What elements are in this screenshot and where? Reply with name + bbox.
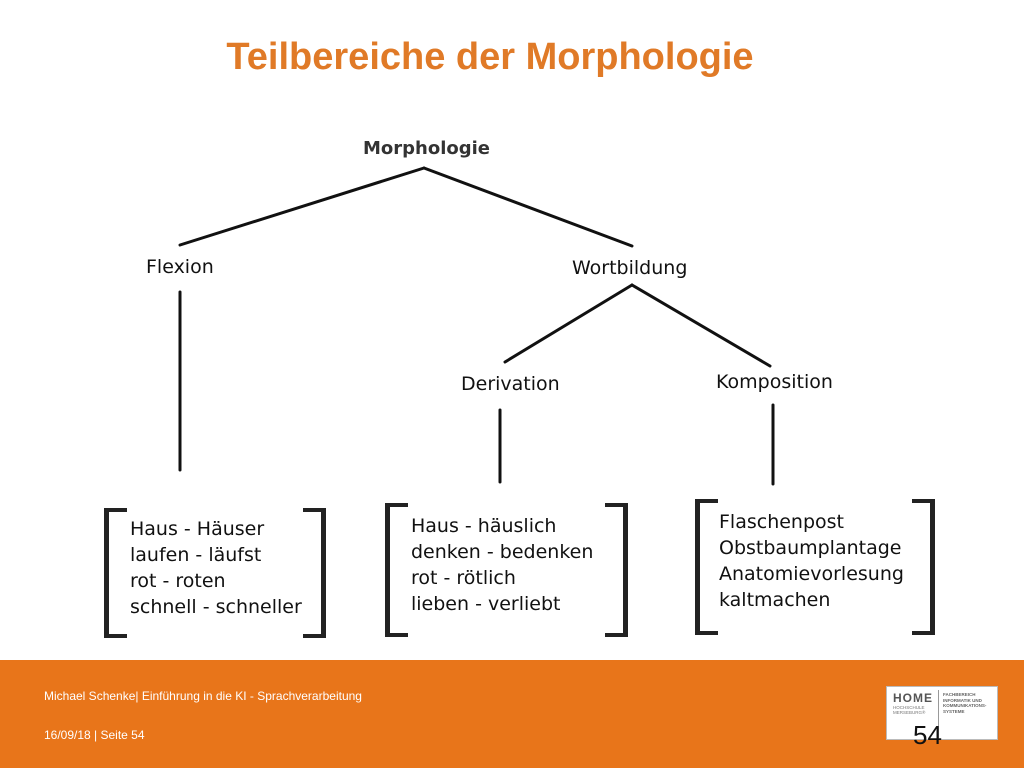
logo-department: FACHBEREICH INFORMATIK UND KOMMUNIKATION… xyxy=(943,692,986,714)
list-item: Anatomievorlesung xyxy=(719,563,904,585)
logo-department-line: FACHBEREICH xyxy=(943,692,976,697)
logo-subtitle-line: MERSEBURG® xyxy=(893,710,926,715)
page-number: 54 xyxy=(913,720,942,750)
list-item: Haus - häuslich xyxy=(411,515,557,537)
logo-subtitle-line: HOCHSCHULE xyxy=(893,705,925,710)
node-flexion: Flexion xyxy=(146,256,214,278)
logo-department-line: KOMMUNIKATIONS- xyxy=(943,703,987,708)
list-item: kaltmachen xyxy=(719,589,831,611)
left-bracket xyxy=(104,508,127,638)
node-wortbildung: Wortbildung xyxy=(572,257,688,279)
list-item: Haus - Häuser xyxy=(130,518,265,540)
logo-left: HOME HOCHSCHULE MERSEBURG® xyxy=(891,690,939,738)
logo-department-line: INFORMATIK UND xyxy=(943,697,982,703)
university-logo: HOME HOCHSCHULE MERSEBURG® FACHBEREICH I… xyxy=(886,686,998,740)
right-bracket xyxy=(912,499,935,635)
left-bracket xyxy=(385,503,408,637)
list-item: denken - bedenken xyxy=(411,541,594,563)
footer-date-page: 16/09/18 | Seite 54 xyxy=(44,728,145,742)
edge-root-flexion xyxy=(178,166,426,247)
footer: Michael Schenke| Einführung in die KI - … xyxy=(0,660,1024,768)
list-item: lieben - verliebt xyxy=(411,593,561,615)
left-bracket xyxy=(695,499,718,635)
derivation-example-list: Haus - häuslich denken - bedenken rot - … xyxy=(411,513,593,617)
list-item: Obstbaumplantage xyxy=(719,537,902,559)
flexion-examples: Haus - Häuser laufen - läufst rot - rote… xyxy=(104,508,326,638)
node-derivation: Derivation xyxy=(461,373,560,395)
list-item: laufen - läufst xyxy=(130,544,262,566)
right-bracket xyxy=(303,508,326,638)
list-item: schnell - schneller xyxy=(130,596,302,618)
edge-wortbildung-derivation xyxy=(503,283,634,364)
edge-root-wortbildung xyxy=(422,166,634,248)
logo-department-line: SYSTEME xyxy=(943,708,965,714)
right-bracket xyxy=(605,503,628,637)
list-item: rot - roten xyxy=(130,570,226,592)
node-komposition: Komposition xyxy=(716,371,833,393)
logo-subtitle: HOCHSCHULE MERSEBURG® xyxy=(893,705,925,715)
edge-wortbildung-komposition xyxy=(630,283,772,368)
list-item: rot - rötlich xyxy=(411,567,516,589)
footer-author: Michael Schenke| Einführung in die KI - … xyxy=(44,689,362,703)
flexion-example-list: Haus - Häuser laufen - läufst rot - rote… xyxy=(130,516,302,620)
komposition-example-list: Flaschenpost Obstbaumplantage Anatomievo… xyxy=(719,509,904,613)
logo-wordmark: HOME xyxy=(893,691,933,705)
tree-connectors xyxy=(178,166,775,486)
list-item: Flaschenpost xyxy=(719,511,845,533)
slide-title: Teilbereiche der Morphologie xyxy=(226,36,754,78)
derivation-examples: Haus - häuslich denken - bedenken rot - … xyxy=(385,503,629,637)
node-morphologie: Morphologie xyxy=(363,138,491,159)
komposition-examples: Flaschenpost Obstbaumplantage Anatomievo… xyxy=(695,499,939,635)
